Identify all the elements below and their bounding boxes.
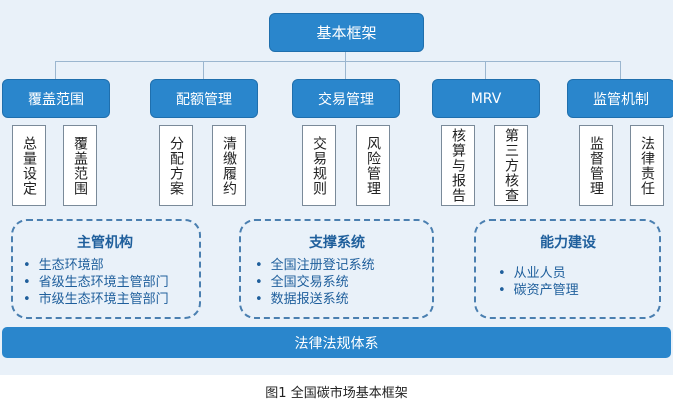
category-coverage: 覆盖范围	[2, 79, 110, 118]
list-item: 生态环境部	[23, 257, 169, 274]
sub-coverage-scope: 覆盖范围	[63, 125, 97, 206]
group-support-systems: 支撑系统 全国注册登记系统 全国交易系统 数据报送系统	[239, 219, 434, 319]
sub-label: 覆盖范围	[72, 135, 88, 196]
sub-accounting-reporting: 核算与报告	[441, 125, 475, 206]
category-bus	[55, 61, 621, 62]
cat-connector-5	[620, 61, 621, 79]
sub-label: 交易规则	[311, 135, 327, 196]
list-item: 从业人员	[498, 265, 579, 282]
sub-third-party-verification: 第三方核查	[494, 125, 528, 206]
legal-system-bar: 法律法规体系	[2, 327, 671, 358]
group-title: 能力建设	[540, 235, 596, 251]
sub-legal-liability: 法律责任	[630, 125, 664, 206]
diagram-panel: 基本框架 覆盖范围 配额管理 交易管理 MRV 监管机制 总量设定 覆盖范围 分…	[0, 0, 673, 375]
sub-total-setting: 总量设定	[12, 125, 46, 206]
list-item: 全国注册登记系统	[255, 257, 375, 274]
list-item: 全国交易系统	[255, 274, 375, 291]
sub-allocation-plan: 分配方案	[159, 125, 193, 206]
root-connector	[345, 50, 346, 61]
category-mrv: MRV	[432, 79, 540, 118]
category-trading: 交易管理	[292, 79, 400, 118]
sub-label: 第三方核查	[503, 128, 519, 203]
list-item: 碳资产管理	[498, 282, 579, 299]
sub-label: 核算与报告	[450, 128, 466, 203]
cat-connector-2	[203, 61, 204, 79]
sub-compliance: 清缴履约	[212, 125, 246, 206]
list-item: 数据报送系统	[255, 291, 375, 308]
group-title: 支撑系统	[309, 235, 365, 251]
sub-label: 分配方案	[168, 135, 184, 196]
sub-trading-rules: 交易规则	[302, 125, 336, 206]
sub-supervision-management: 监督管理	[579, 125, 613, 206]
cat-connector-1	[55, 61, 56, 79]
sub-label: 风险管理	[365, 135, 381, 196]
group-capacity-building: 能力建设 从业人员 碳资产管理	[474, 219, 661, 319]
category-quota: 配额管理	[150, 79, 258, 118]
sub-label: 总量设定	[21, 135, 37, 196]
sub-label: 清缴履约	[221, 135, 237, 196]
group-list: 从业人员 碳资产管理	[498, 265, 579, 299]
root-node: 基本框架	[269, 13, 424, 52]
group-title: 主管机构	[77, 235, 133, 251]
figure-caption: 图1 全国碳市场基本框架	[265, 386, 408, 401]
sub-label: 监督管理	[588, 135, 604, 196]
sub-risk-management: 风险管理	[356, 125, 390, 206]
category-supervision: 监管机制	[567, 79, 673, 118]
group-authorities: 主管机构 生态环境部 省级生态环境主管部门 市级生态环境主管部门	[11, 219, 201, 319]
group-list: 生态环境部 省级生态环境主管部门 市级生态环境主管部门	[23, 257, 169, 308]
cat-connector-4	[485, 61, 486, 79]
cat-connector-3	[345, 61, 346, 79]
list-item: 市级生态环境主管部门	[23, 291, 169, 308]
sub-label: 法律责任	[639, 135, 655, 196]
list-item: 省级生态环境主管部门	[23, 274, 169, 291]
group-list: 全国注册登记系统 全国交易系统 数据报送系统	[255, 257, 375, 308]
